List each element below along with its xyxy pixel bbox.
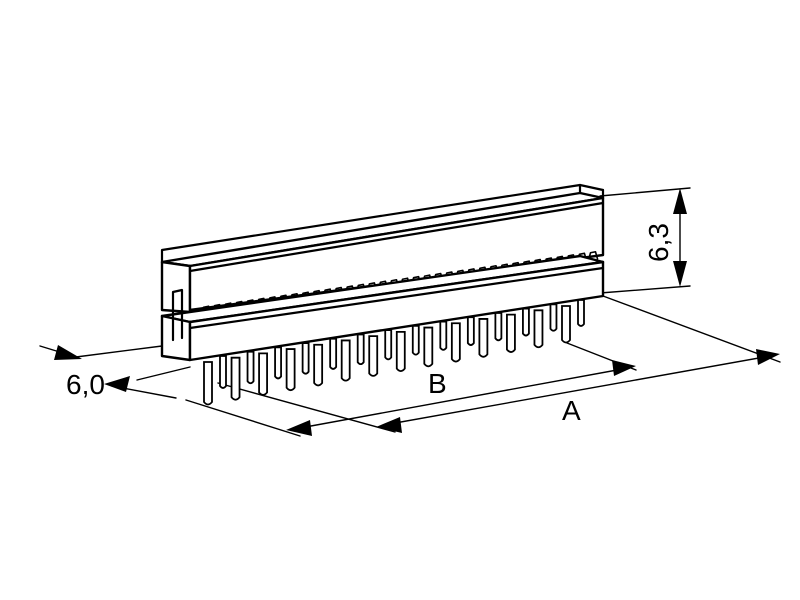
pin xyxy=(368,335,379,377)
pin xyxy=(285,348,296,392)
pin-row xyxy=(203,299,585,406)
connector-lower-housing xyxy=(160,254,605,362)
dimension-depth: 6,0 xyxy=(39,345,177,400)
pin xyxy=(423,326,434,368)
rear-pin xyxy=(274,346,282,380)
rear-pin xyxy=(494,312,503,342)
rear-pin xyxy=(577,299,585,327)
connector-upper-housing xyxy=(160,183,605,314)
top-contact xyxy=(587,250,599,262)
rear-pin xyxy=(549,303,558,332)
dimension-a: A xyxy=(376,349,780,433)
dimension-b: B xyxy=(286,360,636,436)
pin xyxy=(395,330,406,373)
rear-pin xyxy=(522,307,530,337)
dimension-a-label: A xyxy=(562,395,581,426)
rear-pin xyxy=(246,350,255,385)
pin xyxy=(561,305,571,344)
pin xyxy=(258,352,268,396)
rear-pin xyxy=(411,324,420,356)
dimension-height: 6,3 xyxy=(643,188,687,287)
rear-pin xyxy=(329,337,338,370)
pin xyxy=(450,322,461,363)
dimension-b-label: B xyxy=(428,368,447,399)
rear-pin xyxy=(219,355,227,389)
extension-lines xyxy=(75,187,781,437)
rear-pin xyxy=(466,316,475,346)
dimension-depth-label: 6,0 xyxy=(66,369,105,400)
rear-pin xyxy=(384,329,393,361)
pin xyxy=(478,318,489,358)
rear-pin xyxy=(356,333,365,366)
rear-pin xyxy=(439,320,448,351)
pin xyxy=(203,361,213,406)
pin xyxy=(313,343,324,387)
pin xyxy=(340,339,351,382)
pin xyxy=(230,356,241,401)
rear-pin xyxy=(301,342,310,375)
dimension-height-label: 6,3 xyxy=(643,223,674,262)
pin xyxy=(533,309,544,349)
pin xyxy=(506,313,516,353)
